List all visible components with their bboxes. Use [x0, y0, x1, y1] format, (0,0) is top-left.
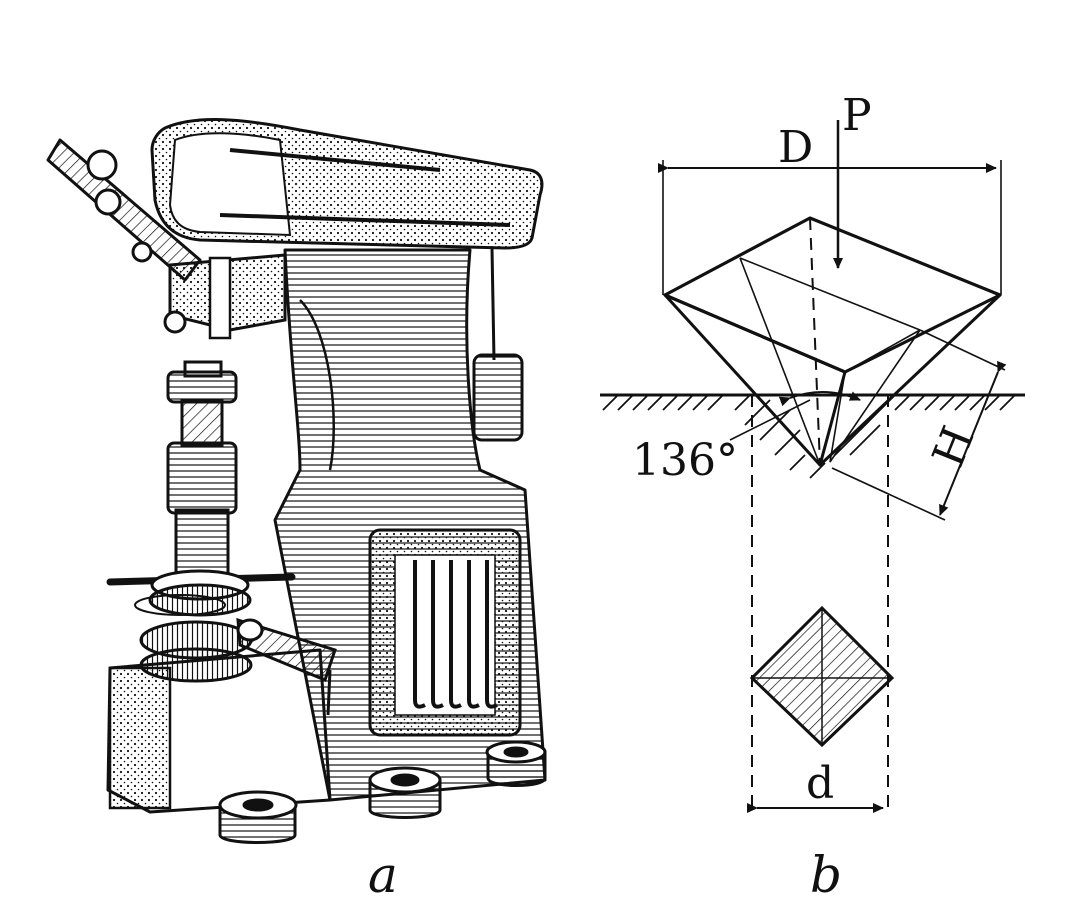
panel-b-label: b — [810, 846, 842, 904]
machine-feet — [218, 740, 547, 844]
dimension-D-label: D — [778, 122, 813, 173]
hardness-tester-machine — [46, 118, 547, 844]
panel-a-label: a — [368, 846, 398, 904]
vickers-indentation-diagram — [600, 120, 1025, 815]
lifting-screw — [180, 398, 224, 447]
counterweight — [472, 353, 524, 442]
dimension-d-label: d — [806, 758, 834, 809]
angle-label: 136° — [632, 435, 738, 486]
square-impression — [749, 605, 895, 748]
force-P-label: P — [842, 90, 872, 141]
